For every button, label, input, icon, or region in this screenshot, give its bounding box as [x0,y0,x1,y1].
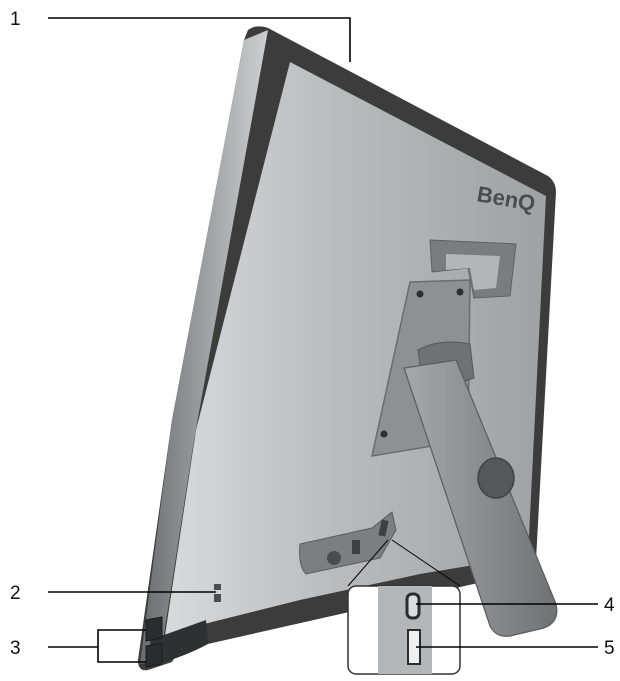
security-lock-slot [214,584,221,590]
callout-number-1: 1 [10,9,21,30]
callout-number-5: 5 [604,638,615,659]
side-usb-port-bottom [146,643,162,667]
power-port [327,551,341,565]
callout-number-3: 3 [10,638,21,659]
rear-port [352,540,360,554]
callout-number-2: 2 [10,583,21,604]
inset-port-panel [378,586,432,674]
side-usb-port-top [146,617,162,641]
mount-screw [381,431,388,438]
mount-screw [457,289,464,296]
callout-number-4: 4 [604,595,615,616]
inset-headphone-jack [407,594,419,618]
mount-screw [417,291,424,298]
security-lock-slot [214,594,221,602]
cable-hole [478,458,514,498]
